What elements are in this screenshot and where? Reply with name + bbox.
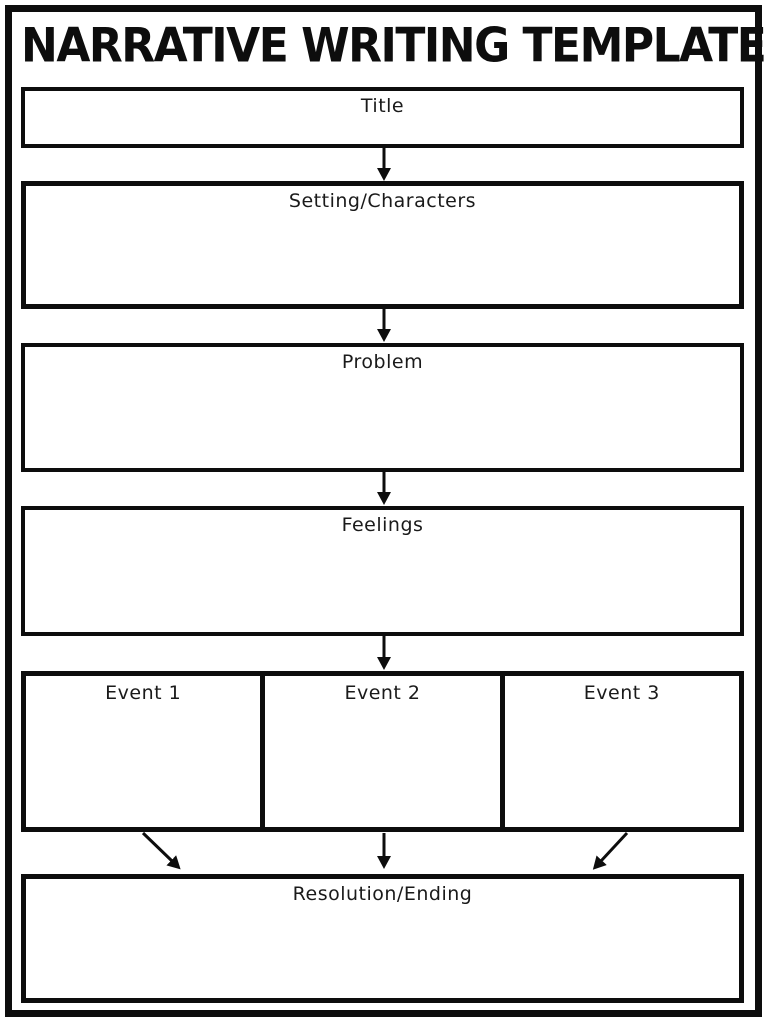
title-box: Title <box>21 87 744 148</box>
resolution-ending-box: Resolution/Ending <box>21 874 744 1003</box>
problem-label: Problem <box>341 351 424 373</box>
event-3-box: Event 3 <box>499 676 739 827</box>
event-3-label: Event 3 <box>583 682 660 704</box>
event-2-label: Event 2 <box>344 682 421 704</box>
event-1-label: Event 1 <box>105 682 182 704</box>
setting-characters-box: Setting/Characters <box>21 181 744 309</box>
events-row: Event 1 Event 2 Event 3 <box>21 671 744 832</box>
event-2-box: Event 2 <box>260 676 500 827</box>
feelings-label: Feelings <box>341 514 424 536</box>
title-box-label: Title <box>360 95 405 117</box>
problem-box: Problem <box>21 343 744 472</box>
feelings-box: Feelings <box>21 506 744 636</box>
resolution-ending-label: Resolution/Ending <box>292 883 473 905</box>
page-title: NARRATIVE WRITING TEMPLATE <box>21 18 767 74</box>
setting-characters-label: Setting/Characters <box>288 190 477 212</box>
event-1-box: Event 1 <box>26 676 261 827</box>
